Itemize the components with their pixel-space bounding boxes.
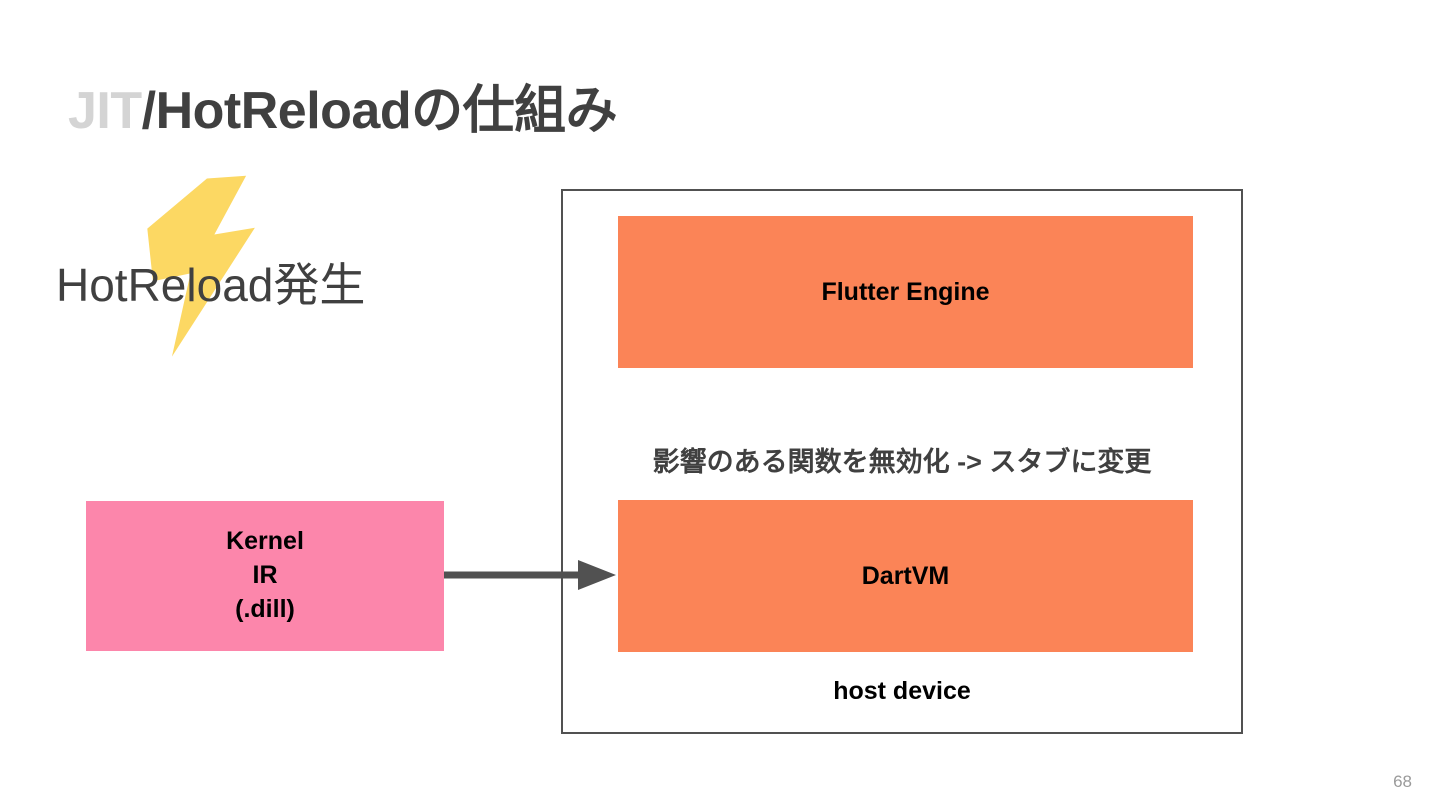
arrow-right-icon <box>444 558 616 592</box>
host-device-container <box>561 189 1243 734</box>
kernel-ir-box: Kernel IR (.dill) <box>86 501 444 651</box>
page-title-rest: /HotReloadの仕組み <box>141 82 618 140</box>
dartvm-label: DartVM <box>861 561 950 590</box>
page-title-prefix: JIT <box>68 82 142 140</box>
flutter-engine-box: Flutter Engine <box>618 216 1193 368</box>
lightning-bolt-icon <box>128 172 308 362</box>
page-title: JIT/HotReloadの仕組み <box>68 82 618 142</box>
kernel-ir-label: Kernel IR (.dill) <box>226 527 304 623</box>
stub-annotation-label: 影響のある関数を無効化 -> スタブに変更 <box>652 447 1152 477</box>
flutter-engine-label: Flutter Engine <box>821 277 990 306</box>
page-number: 68 <box>1393 772 1412 791</box>
host-device-label: host device <box>833 677 971 705</box>
dartvm-box: DartVM <box>618 500 1193 652</box>
hotreload-event-label: HotReload発生 <box>56 259 366 311</box>
